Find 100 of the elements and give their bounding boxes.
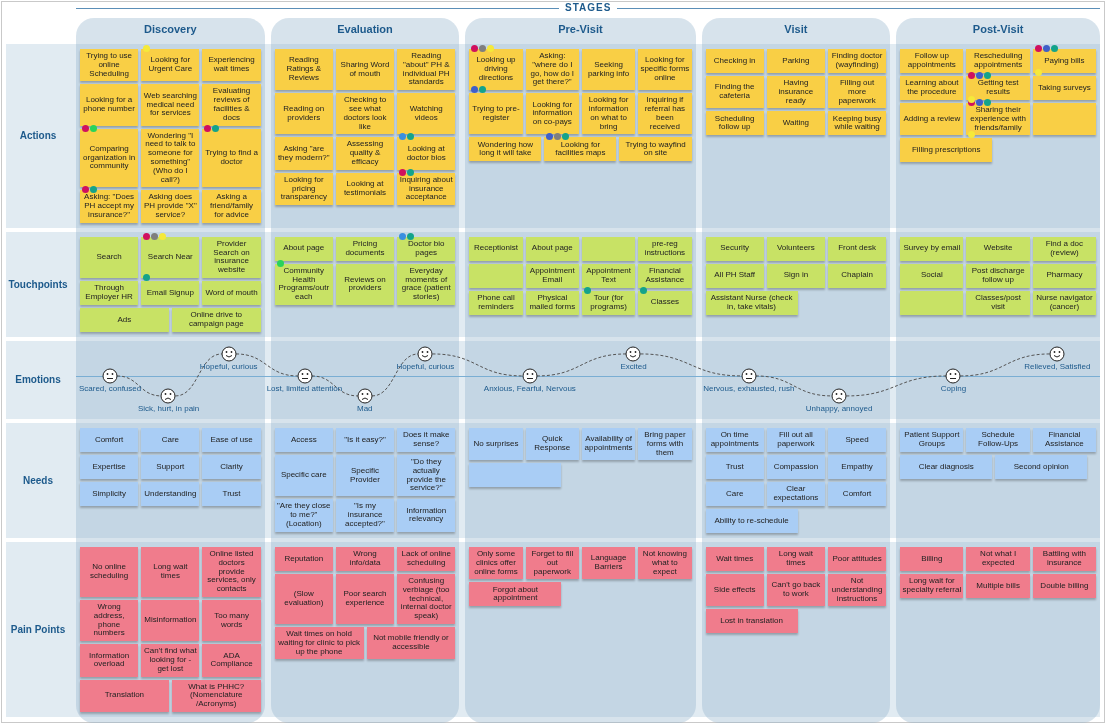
row-heading: Needs [23, 474, 53, 486]
touchpoint-sticky-note: Provider Search on insurance website [202, 236, 261, 278]
emotion-label: Coping [940, 383, 967, 393]
emotion-curve [431, 353, 524, 377]
pain-point-sticky-note: Not mobile friendly or accessible [366, 626, 456, 660]
touchpoint-sticky-note: Financial Assistance [638, 263, 692, 288]
need-sticky-note: Information relevancy [397, 499, 456, 532]
emotion-label: Mad [357, 403, 373, 413]
touchpoint-sticky-note: Social [900, 263, 964, 288]
emotion-label: Sick, hurt, in pain [137, 403, 200, 413]
action-sticky-note: Reading Ratings & Reviews [274, 49, 333, 91]
need-sticky-note: Schedule Follow-Ups [966, 427, 1030, 452]
need-sticky-note: "Is my insurance accepted?" [335, 499, 395, 532]
happy-face-icon [1049, 345, 1066, 362]
touchpoint-sticky-note: Word of mouth [202, 280, 261, 305]
action-sticky-note: Finding the cafeteria [705, 76, 764, 109]
pain-point-sticky-note: Billing [900, 546, 964, 571]
touchpoint-sticky-note [900, 290, 964, 315]
action-sticky-note: Looking for a phone number [80, 84, 139, 126]
action-sticky-note: Wondering "I need to talk to someone for something" (Who do I call?) [141, 128, 200, 188]
action-sticky-note: Assessing quality & efficacy [335, 137, 395, 170]
action-sticky-note: Web searching medical need for services [141, 84, 200, 126]
action-sticky-note: Seeking parking info [581, 49, 636, 91]
pain-point-sticky-note: Not what I expected [966, 546, 1030, 571]
touchpoint-sticky-note: Community Health Programs/outreach [274, 263, 333, 305]
action-sticky-note: Looking for information on co-pays [525, 93, 579, 135]
stage-heading: Discovery [144, 23, 197, 35]
pain-point-sticky-note: Only some clinics offer online forms [469, 546, 523, 580]
action-sticky-note: Paying bills [1032, 49, 1096, 73]
touchpoint-sticky-note: Reviews on providers [335, 263, 395, 305]
need-sticky-note: Bring paper forms with them [638, 427, 692, 461]
action-sticky-note: Asking does PH provide "X" service? [141, 190, 200, 223]
need-sticky-note: Comfort [80, 427, 139, 452]
pain-point-sticky-note: Forgot about appointment [469, 582, 562, 607]
action-sticky-note: Trying to wayfind on site [619, 137, 692, 162]
action-sticky-note: Wondering how long it will take [469, 137, 542, 162]
action-sticky-note: Having insurance ready [766, 76, 825, 109]
neutral-face-icon [101, 367, 118, 384]
pain-point-sticky-note: Lack of online scheduling [397, 546, 456, 571]
sad-face-icon [357, 387, 373, 404]
happy-face-icon [417, 345, 434, 362]
neutral-face-icon [945, 367, 962, 384]
touchpoint-sticky-note: Doctor bio pages [397, 236, 456, 261]
need-sticky-note: Second opinion [995, 454, 1088, 479]
action-sticky-note: Checking to see what doctors look like [335, 93, 395, 135]
action-sticky-note: Filling prescriptions [900, 138, 993, 163]
action-sticky-note: Filling out more paperwork [828, 76, 887, 109]
emotion-curve [639, 353, 743, 377]
neutral-face-icon [740, 367, 757, 384]
need-sticky-note: Quick Response [525, 427, 579, 461]
stage-heading: Post-Visit [972, 23, 1024, 35]
need-sticky-note: Ease of use [202, 427, 261, 452]
pain-point-sticky-note: Not knowing what to expect [638, 546, 692, 580]
pain-point-sticky-note: Multiple bills [966, 573, 1030, 598]
action-sticky-note: Inquiring about insurance acceptance [397, 172, 456, 206]
neutral-face-icon [296, 367, 313, 384]
emotion-label: Anxious, Fearful, Nervous [483, 383, 576, 393]
action-sticky-note: Waiting [766, 111, 825, 136]
need-sticky-note: Understanding [141, 481, 200, 506]
need-sticky-note: Trust [202, 481, 261, 506]
emotion-label: Scared, confused [78, 383, 142, 393]
pain-point-sticky-note: Wait times on hold waiting for clinic to pick up the phone [274, 626, 364, 660]
emotion-curve [311, 375, 359, 397]
pain-point-sticky-note: Language Barriers [581, 546, 636, 580]
need-sticky-note: Clear diagnosis [900, 454, 993, 479]
action-sticky-note: Asking a friend/family for advice [202, 190, 261, 223]
pain-point-sticky-note: Can't go back to work [766, 573, 825, 607]
action-sticky-note: Looking for information on what to bring [581, 93, 636, 135]
need-sticky-note: Support [141, 454, 200, 479]
pain-point-sticky-note: Confusing verbiage (too technical, internal doctor speak) [397, 573, 456, 624]
action-sticky-note: Parking [766, 49, 825, 73]
pain-point-sticky-note: ADA Compliance [202, 644, 261, 677]
emotion-label: Hopeful, curious [199, 361, 258, 371]
need-sticky-note [469, 463, 562, 488]
stage-heading: Pre-Visit [558, 23, 603, 35]
pain-point-sticky-note: Not understanding instructions [828, 573, 887, 607]
touchpoint-sticky-note: Post discharge follow up [966, 263, 1030, 288]
action-sticky-note: Keeping busy while waiting [828, 111, 887, 136]
touchpoint-sticky-note: Classes [638, 290, 692, 315]
action-sticky-note: Trying to use online Scheduling [80, 49, 139, 82]
touchpoint-sticky-note: Through Employer HR [80, 280, 139, 305]
need-sticky-note: Ability to re-schedule [705, 508, 798, 533]
action-sticky-note: Watching videos [397, 93, 456, 135]
row-heading: Pain Points [10, 623, 66, 635]
touchpoint-sticky-note: Email Signup [141, 280, 200, 305]
sad-face-icon [160, 387, 177, 404]
touchpoint-sticky-note: Survey by email [900, 236, 964, 261]
action-sticky-note: Reading "about" PH & individual PH standards [397, 49, 456, 91]
action-sticky-note: Finding doctor (wayfinding) [828, 49, 887, 73]
need-sticky-note: Availability of appointments [581, 427, 636, 461]
action-sticky-note: Sharing their experience with friends/family [966, 103, 1030, 136]
touchpoint-sticky-note: Search Near [141, 236, 200, 278]
pain-point-sticky-note: Too many words [202, 599, 261, 642]
row-heading: Actions [19, 130, 57, 142]
touchpoint-sticky-note: Everyday moments of grace (patient stories) [397, 263, 456, 305]
emotion-curve [845, 375, 947, 397]
action-sticky-note: Getting test results [966, 76, 1030, 100]
touchpoint-sticky-note: Ads [80, 307, 169, 332]
action-sticky-note: Sharing Word of mouth [335, 49, 395, 91]
emotion-label: Excited [620, 361, 647, 371]
